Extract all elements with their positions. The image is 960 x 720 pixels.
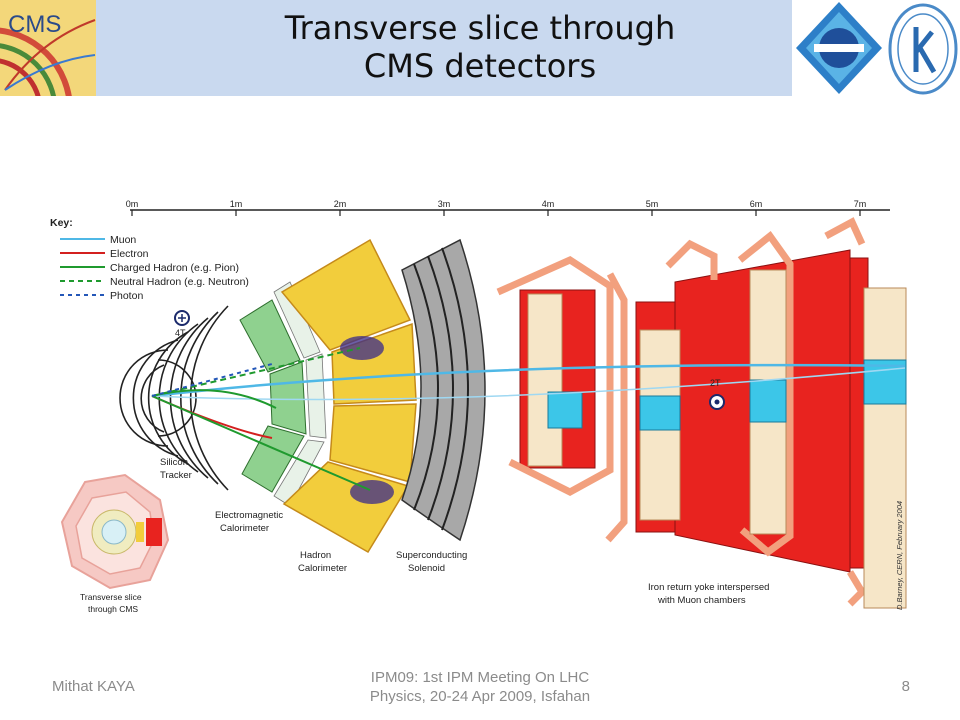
solenoid-label: Solenoid	[408, 563, 445, 574]
page-title: Transverse slice through	[284, 9, 676, 47]
page-subtitle: CMS detectors	[363, 47, 597, 85]
inset-thumbnail: Transverse slice through CMS	[60, 473, 170, 614]
legend-item-muon: Muon	[110, 234, 136, 246]
hcal-label: Hadron	[300, 550, 331, 561]
particle-tracks	[151, 347, 906, 491]
legend-title: Key:	[50, 217, 73, 229]
kafkas-university-logo	[888, 3, 958, 95]
footer-author: Mithat KAYA	[52, 678, 135, 695]
inset-label: Transverse slice	[80, 592, 142, 602]
superconducting-solenoid	[401, 238, 486, 542]
header-bar	[0, 0, 792, 96]
page-number: 8	[901, 678, 910, 695]
cms-slice-diagram: 0m 1m 2m 3m 4m 5m 6m 7m Key: Muon Electr…	[50, 200, 907, 614]
legend-item-neutral-hadron: Neutral Hadron (e.g. Neutron)	[110, 276, 249, 288]
scale-label: 7m	[854, 200, 867, 209]
tracker-label: Tracker	[160, 470, 192, 481]
scale-label: 0m	[126, 200, 139, 209]
yoke-label: with Muon chambers	[657, 595, 746, 606]
hcal-label: Calorimeter	[298, 563, 347, 574]
footer-meeting: IPM09: 1st IPM Meeting On LHC Physics, 2…	[330, 668, 630, 706]
scale-label: 5m	[646, 200, 659, 209]
cms-logo-text: CMS	[8, 11, 61, 38]
legend-item-photon: Photon	[110, 290, 143, 302]
tracker-label: Silicon	[160, 457, 188, 468]
title-block: Transverse slice through CMS detectors	[180, 0, 780, 96]
inset-label: through CMS	[88, 604, 138, 614]
scale-label: 4m	[542, 200, 555, 209]
scale-label: 2m	[334, 200, 347, 209]
scale-label: 1m	[230, 200, 243, 209]
field-label-4t: 4T	[175, 328, 186, 338]
solenoid-label: Superconducting	[396, 550, 467, 561]
field-marker-4t: 4T	[174, 310, 190, 338]
ecal-label: Calorimeter	[220, 523, 269, 534]
component-labels: Silicon Tracker Electromagnetic Calorime…	[160, 457, 769, 606]
muon-chambers	[527, 269, 907, 609]
yoke-label: Iron return yoke interspersed	[648, 582, 769, 593]
footer-meeting-line: IPM09: 1st IPM Meeting On LHC	[370, 669, 590, 686]
cms-logo: CMS	[0, 0, 96, 96]
scale-label: 6m	[750, 200, 763, 209]
legend-item-electron: Electron	[110, 248, 149, 260]
legend-item-charged-hadron: Charged Hadron (e.g. Pion)	[110, 262, 239, 274]
credit-text: D.Barney, CERN, February 2004	[895, 501, 904, 610]
ipm-logo	[796, 2, 882, 94]
hadron-calorimeter	[280, 238, 417, 554]
footer-meeting-line: Physics, 20-24 Apr 2009, Isfahan	[369, 688, 591, 705]
ecal-label: Electromagnetic	[215, 510, 283, 521]
electromagnetic-calorimeter	[239, 281, 327, 507]
scale-bar: 0m 1m 2m 3m 4m 5m 6m 7m	[126, 200, 890, 216]
scale-label: 3m	[438, 200, 451, 209]
silicon-tracker	[119, 305, 229, 491]
field-label-2t: 2T	[710, 378, 721, 388]
field-marker-2t: 2T	[709, 378, 725, 410]
legend: Key: Muon Electron Charged Hadron (e.g. …	[50, 217, 249, 302]
